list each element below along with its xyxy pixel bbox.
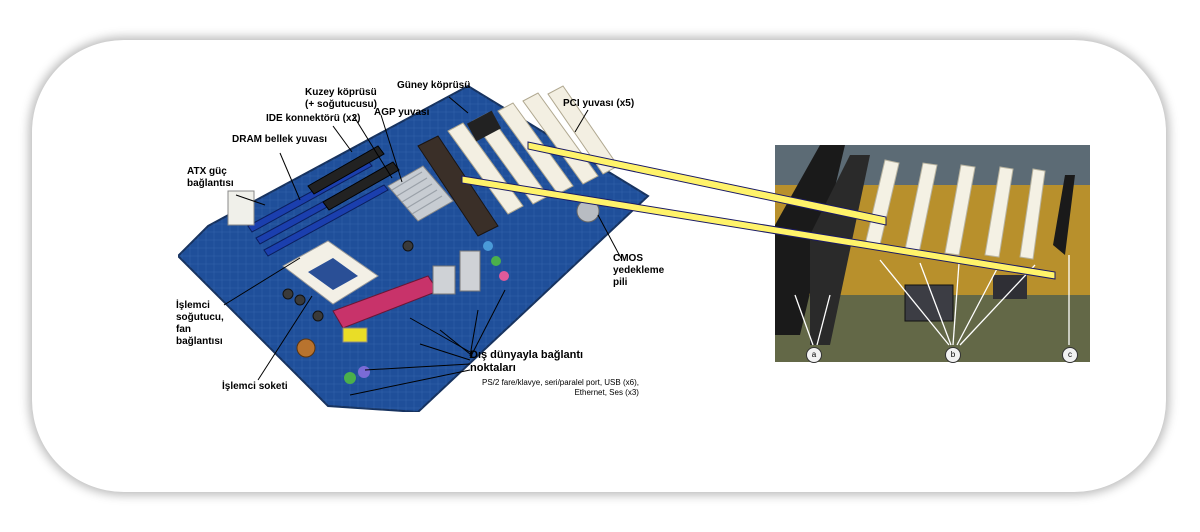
atx-power-label: ATX güç bağlantısı [187,166,234,189]
pci-slot-label: PCI yuvası (x5) [563,98,635,109]
southbridge-label: Güney köprüsü [397,80,471,91]
marker-a: a [806,347,822,363]
cpu-cooler-label: İşlemci soğutucu, fan bağlantısı [176,300,224,347]
dram-slot-label: DRAM bellek yuvası [232,134,328,145]
marker-b: b [945,347,961,363]
slot-closeup-image [775,145,1090,362]
marker-c: c [1062,347,1078,363]
agp-slot-label: AGP yuvası [374,107,430,118]
ide-connector-label: IDE konnektörü (x2) [266,113,361,124]
northbridge-label: Kuzey köprüsü (+ soğutucusu) [305,87,377,110]
cmos-battery-label: CMOS yedekleme pili [613,253,665,288]
motherboard-image [178,84,650,412]
ports-detail-label: PS/2 fare/klavye, seri/paralel port, USB… [482,378,639,397]
external-ports-label: Dış dünyayla bağlantı noktaları [470,349,584,374]
cpu-socket-label: İşlemci soketi [222,381,288,392]
